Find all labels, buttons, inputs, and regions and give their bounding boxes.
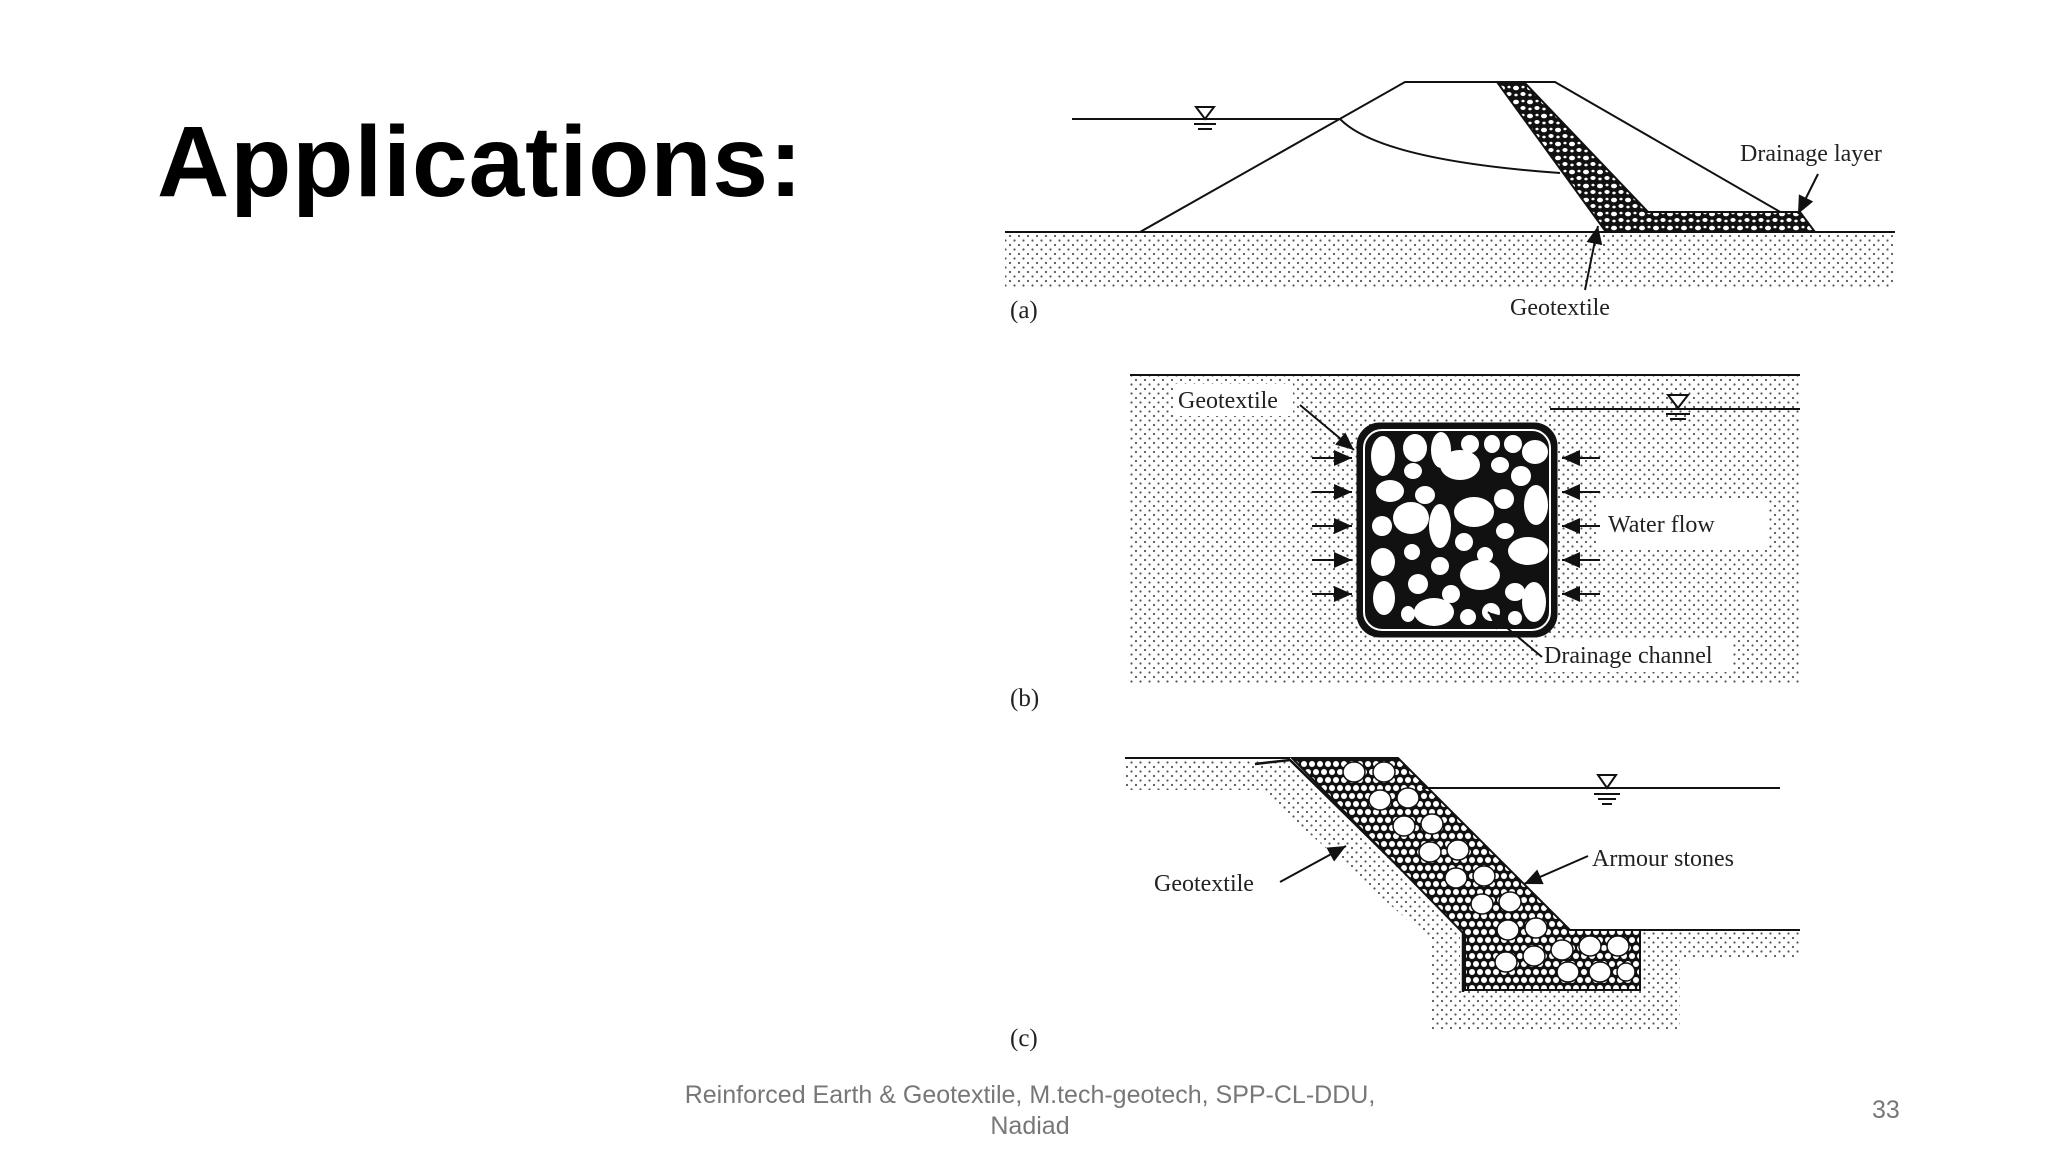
slide-footer: Reinforced Earth & Geotextile, M.tech-ge… <box>684 1081 1376 1140</box>
page-number: 33 <box>1872 1096 1900 1124</box>
label-drainage-channel: Drainage channel <box>1544 643 1713 669</box>
bank-soil <box>1125 758 1800 1030</box>
label-geotextile-c: Geotextile <box>1154 871 1254 897</box>
armour-stones-pointer <box>1523 855 1589 885</box>
panel-a-dam-drain: Drainage layer Geotextile (a) <box>1005 81 1895 324</box>
drainage-layer-pointer <box>1797 173 1819 215</box>
label-geotextile-b: Geotextile <box>1178 388 1278 414</box>
water-flow-arrows-right <box>1562 450 1600 602</box>
geotextile-a-pointer <box>1584 225 1603 291</box>
foundation-soil <box>1005 232 1895 288</box>
label-geotextile-a: Geotextile <box>1510 295 1610 321</box>
river-water-symbol <box>1594 774 1620 805</box>
panel-c-revetment: Geotextile Armour stones (c) <box>1010 757 1800 1052</box>
geotextile-b-pointer <box>1299 404 1355 451</box>
panel-b-tag: (b) <box>1010 685 1039 712</box>
label-armour-stones: Armour stones <box>1592 846 1734 872</box>
label-drainage-layer: Drainage layer <box>1740 141 1882 167</box>
water-level-symbol <box>1194 106 1216 130</box>
water-flow-arrows-left <box>1312 450 1352 602</box>
geotextile-c-pointer <box>1279 845 1347 883</box>
panel-c-tag: (c) <box>1010 1025 1038 1052</box>
panel-a-tag: (a) <box>1010 297 1038 324</box>
drainage-channel-pointer <box>1487 611 1543 658</box>
slide-title: Applications: <box>157 106 804 218</box>
water-table-symbol <box>1665 394 1691 420</box>
phreatic-line <box>1339 118 1561 174</box>
dam-body <box>1136 81 1819 233</box>
aggregate-stones <box>1371 432 1548 626</box>
armour-stones <box>1342 761 1636 983</box>
panel-b-drainage-trench: Geotextile Water flow Drainage channel (… <box>1010 374 1800 712</box>
label-water-flow: Water flow <box>1608 512 1715 538</box>
